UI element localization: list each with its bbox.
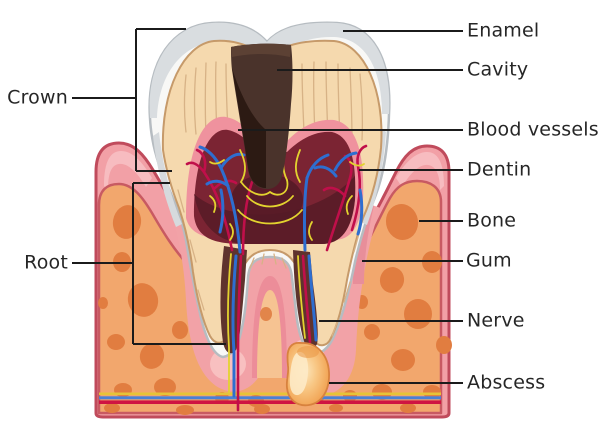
furcation-spot xyxy=(260,307,272,321)
label-enamel: Enamel xyxy=(467,19,540,42)
pulp-dark-under-cavity xyxy=(231,174,303,226)
label-abscess: Abscess xyxy=(467,371,546,394)
cavity-top-edge xyxy=(231,43,291,57)
enamel-side-shade-left xyxy=(153,132,182,227)
bracket-crown xyxy=(72,28,186,172)
label-bone: Bone xyxy=(467,209,517,232)
label-dentin: Dentin xyxy=(467,158,532,181)
cavity-decay xyxy=(231,43,293,189)
bottom-vessel-stripes xyxy=(99,392,441,404)
label-cavity: Cavity xyxy=(467,58,529,81)
label-blood-vessels: Blood vessels xyxy=(467,118,599,141)
label-root: Root xyxy=(24,251,68,274)
cavity-dark-area xyxy=(232,68,266,188)
socket-deep-strip-right xyxy=(353,200,374,284)
abscess-sac xyxy=(285,341,330,407)
label-nerve: Nerve xyxy=(467,309,525,332)
stripe-nerve-yellow xyxy=(99,392,441,396)
label-gum: Gum xyxy=(466,249,512,272)
gum-highlight-left xyxy=(104,151,152,190)
pulp-chamber-dark xyxy=(194,176,355,244)
stripe-vein-blue xyxy=(99,396,441,400)
enamel-shading xyxy=(149,22,390,119)
gum-highlight-right xyxy=(396,152,444,190)
leader-lines xyxy=(72,28,463,384)
abscess-highlight xyxy=(289,351,309,396)
abscess-top-shade xyxy=(297,346,319,358)
label-crown: Crown xyxy=(7,86,68,109)
blood-vessels-and-nerves xyxy=(185,144,368,412)
stripe-artery-red xyxy=(99,400,441,404)
bracket-root xyxy=(72,182,226,345)
